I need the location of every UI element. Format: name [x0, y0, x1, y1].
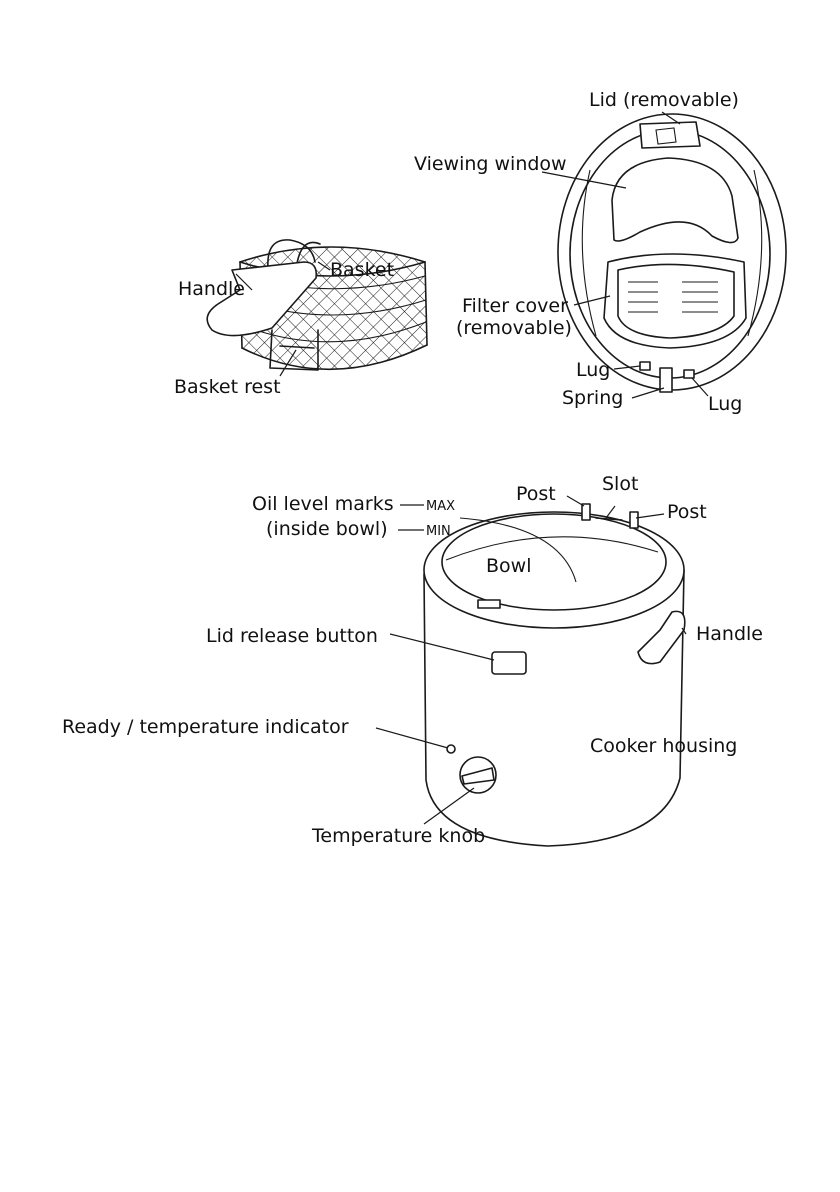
label-basket-rest: Basket rest — [174, 376, 281, 398]
label-basket: Basket — [330, 259, 394, 281]
label-cooker-handle: Handle — [696, 623, 763, 645]
label-viewing-window: Viewing window — [414, 153, 567, 175]
label-slot: Slot — [602, 473, 638, 495]
label-lid-release-button: Lid release button — [206, 625, 378, 647]
label-lug-right: Lug — [708, 393, 742, 415]
basket-illustration — [207, 230, 440, 400]
label-temperature-knob: Temperature knob — [311, 825, 485, 847]
label-oil-level-marks: Oil level marks — [252, 493, 394, 515]
label-filter-cover: Filter cover — [462, 295, 568, 317]
label-ready-indicator: Ready / temperature indicator — [62, 716, 349, 738]
label-bowl: Bowl — [486, 555, 531, 577]
lid-illustration — [558, 114, 786, 392]
label-filter-cover-removable: (removable) — [456, 317, 572, 339]
label-basket-handle: Handle — [178, 278, 245, 300]
label-max: MAX — [426, 499, 455, 514]
label-post-left: Post — [516, 483, 556, 505]
label-spring: Spring — [562, 387, 623, 409]
label-cooker-housing: Cooker housing — [590, 735, 737, 757]
label-lid-removable: Lid (removable) — [589, 89, 739, 111]
label-post-right: Post — [667, 501, 707, 523]
cooker-illustration — [424, 504, 685, 846]
label-lug-left: Lug — [576, 359, 610, 381]
label-inside-bowl: (inside bowl) — [266, 518, 388, 540]
label-min: MIN — [426, 524, 451, 539]
